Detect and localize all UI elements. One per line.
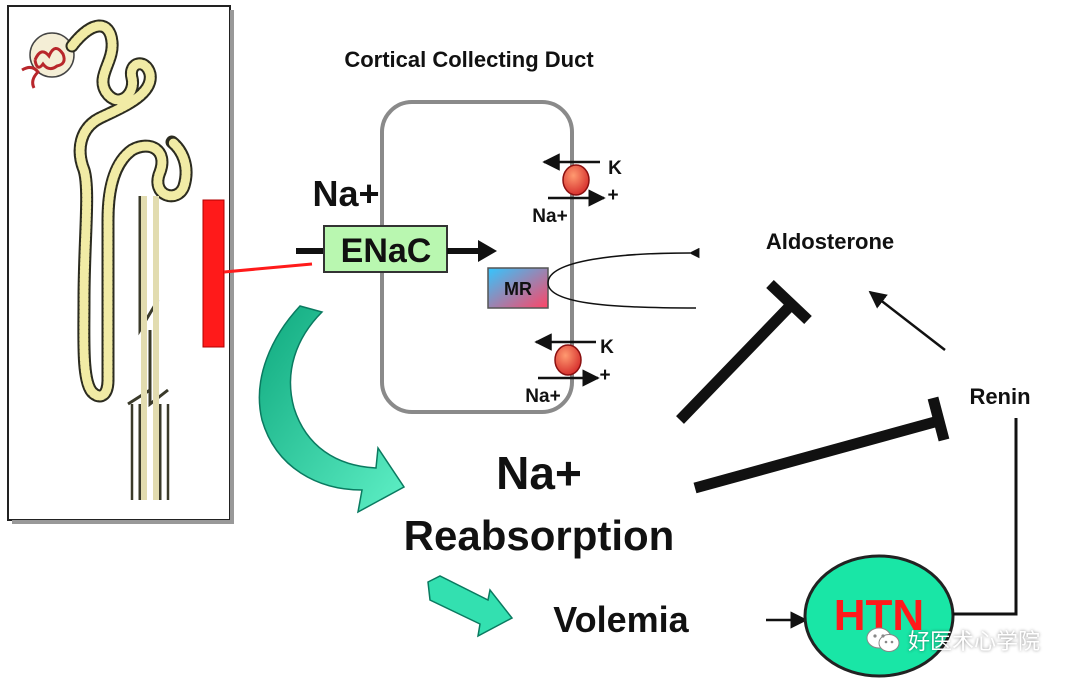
k-label-bottom: K [600, 337, 614, 358]
mr-label: MR [504, 279, 532, 299]
diagram-title: Cortical Collecting Duct [344, 47, 594, 72]
mr-receptor [487, 267, 549, 309]
wechat-icon [866, 627, 900, 652]
volemia-label: Volemia [553, 599, 689, 640]
collecting-duct [127, 196, 169, 500]
nephron-frame [7, 5, 231, 521]
k-label-top: K [608, 158, 622, 179]
aldosterone-label: Aldosterone [766, 229, 894, 254]
mr-feedback-curve [547, 247, 700, 309]
plus-label-top: + [607, 185, 618, 206]
na-k-pump-bottom [534, 333, 600, 387]
enac-label: ENaC [341, 232, 432, 270]
na-k-pump-top [542, 153, 606, 207]
enac-arrowhead [478, 240, 497, 262]
renin-label: Renin [969, 384, 1030, 409]
enac-channel [323, 225, 448, 273]
na-reabsorption-line1: Na+ [496, 447, 582, 499]
na-reabsorption-line2: Reabsorption [404, 512, 675, 559]
watermark: 好医术心学院 [866, 624, 1040, 656]
na-label-top: Na+ [532, 206, 567, 227]
htn-ellipse [803, 554, 955, 678]
highlight-connector [223, 262, 313, 274]
inhibit-aldosterone-line [676, 280, 812, 424]
na-label-bottom: Na+ [525, 386, 560, 407]
watermark-text: 好医术心学院 [907, 630, 1040, 655]
nephron-illustration [7, 5, 234, 524]
inhibit-renin-line [693, 396, 950, 494]
renin-to-aldosterone-arrow [868, 290, 946, 351]
curved-teal-arrow [258, 305, 406, 514]
htn-to-renin-connector [953, 418, 1018, 616]
teal-arrow-to-volemia [427, 575, 514, 638]
plus-label-bottom: + [599, 365, 610, 386]
na-plus-label: Na+ [312, 173, 379, 214]
collecting-duct-highlight [202, 199, 225, 348]
glomerulus-icon [21, 32, 75, 89]
